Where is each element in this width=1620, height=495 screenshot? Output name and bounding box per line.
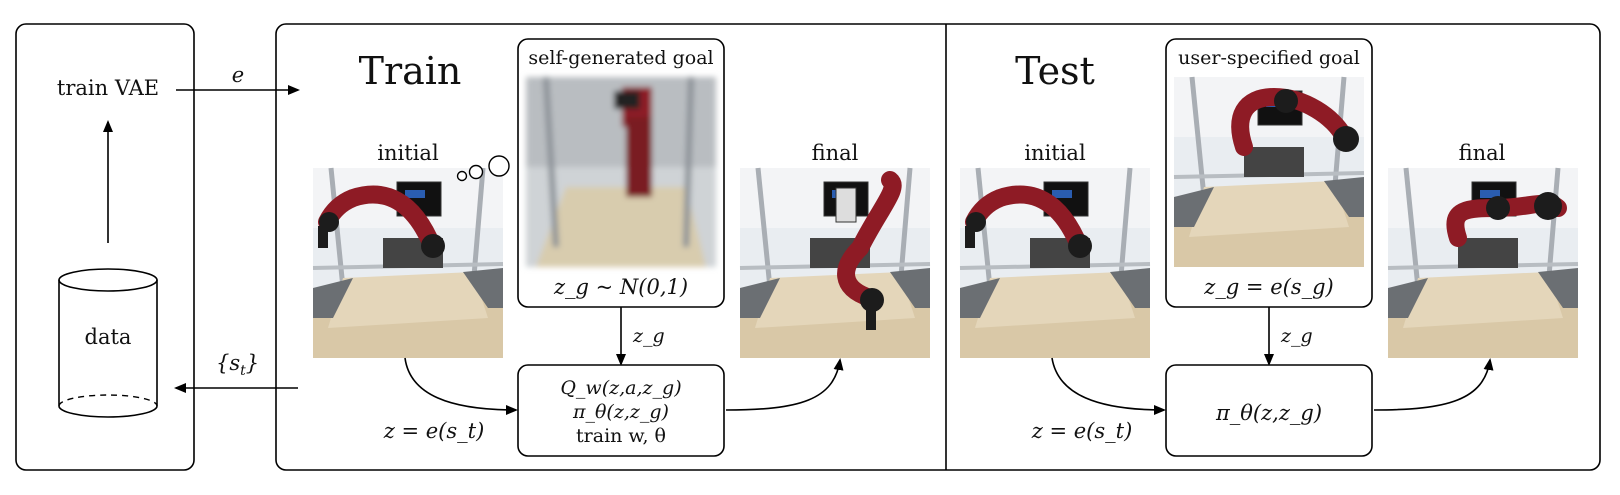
- train-final-image: [740, 168, 930, 358]
- test-panel: Test initial user-specified goal z_g = e…: [960, 38, 1578, 457]
- test-final-label: final: [1459, 141, 1506, 165]
- left-panel-frame: [15, 23, 195, 471]
- policy-label: π_θ(z,z_g): [572, 401, 669, 423]
- goal-sample-formula: z_g ~ N(0,1): [553, 275, 688, 299]
- train-encode-arrow: [404, 357, 518, 415]
- user-specified-goal-title: user-specified goal: [1178, 47, 1360, 69]
- test-title: Test: [1015, 49, 1095, 93]
- test-encode-edge-label: z = e(s_t): [1031, 419, 1133, 443]
- q-function-label: Q_w(z,a,z_g): [560, 377, 681, 399]
- train-zg-edge-label: z_g: [632, 325, 665, 347]
- encoder-edge-label: e: [232, 63, 244, 87]
- self-generated-goal-title: self-generated goal: [528, 47, 713, 69]
- train-initial-label: initial: [377, 141, 439, 165]
- user-goal-image: [1174, 77, 1364, 267]
- train-encode-edge-label: z = e(s_t): [383, 419, 485, 443]
- thought-bubbles: [456, 155, 510, 182]
- left-panel: train VAE data: [15, 23, 195, 471]
- generated-goal-image: [526, 76, 716, 267]
- train-title: Train: [359, 49, 462, 93]
- learner-box: [517, 364, 725, 457]
- data-label: data: [85, 325, 132, 349]
- data-cylinder: [58, 268, 158, 418]
- goal-encode-formula: z_g = e(s_g): [1203, 275, 1334, 299]
- train-panel: Train initial self-generated goal: [313, 38, 930, 457]
- train-params-label: train w, θ: [576, 425, 666, 447]
- train-vae-label: train VAE: [57, 76, 159, 100]
- test-initial-image: [960, 168, 1150, 358]
- test-zg-edge-label: z_g: [1280, 325, 1313, 347]
- states-edge-label: {st}: [216, 351, 259, 379]
- policy-box: [1165, 364, 1373, 457]
- main-panel-frame: [275, 23, 1601, 471]
- test-encode-arrow: [1051, 357, 1166, 415]
- train-initial-image: [313, 168, 503, 358]
- test-policy-label: π_θ(z,z_g): [1215, 401, 1322, 425]
- test-final-arrow: [1373, 358, 1494, 411]
- test-final-image: [1388, 168, 1578, 358]
- train-final-arrow: [725, 358, 844, 411]
- train-final-label: final: [812, 141, 859, 165]
- test-initial-label: initial: [1024, 141, 1086, 165]
